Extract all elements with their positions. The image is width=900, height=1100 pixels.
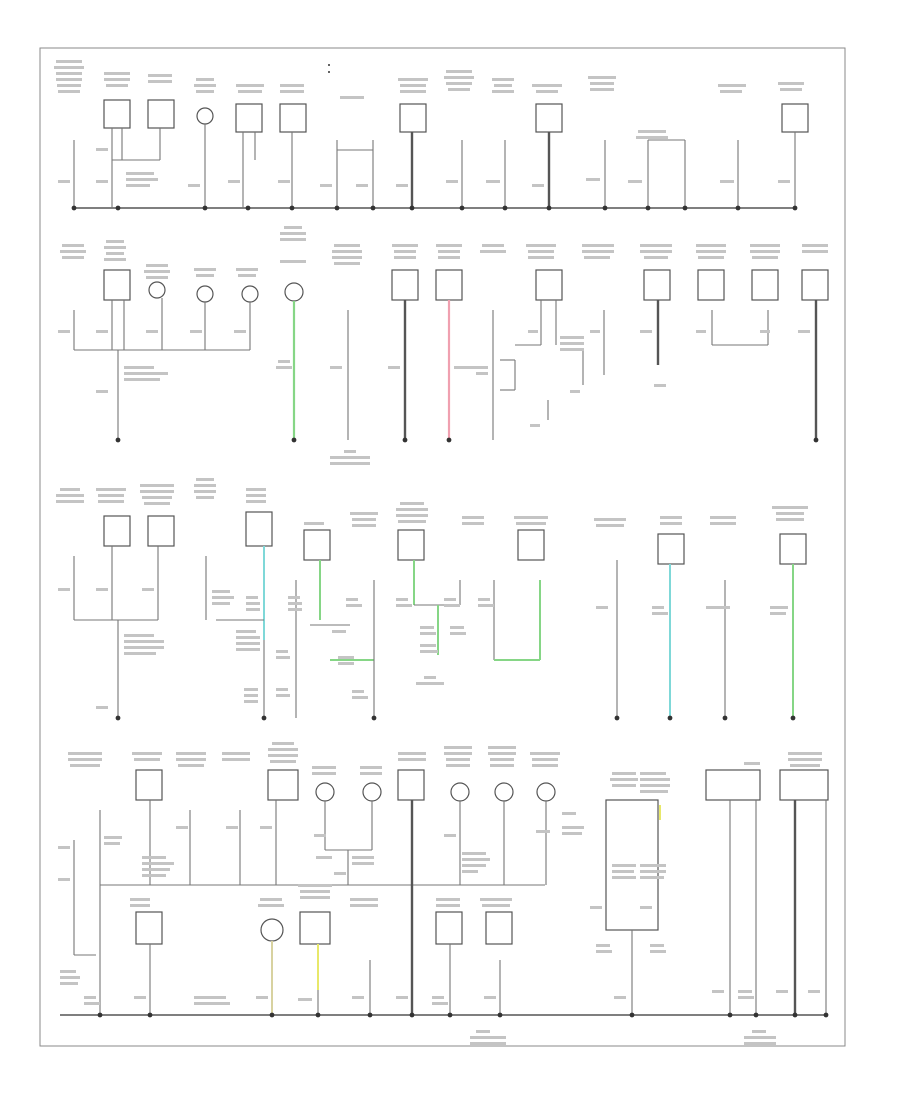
component-box [147,515,175,547]
diagram-frame [39,47,846,1047]
component-box [801,269,829,301]
component-box [303,529,331,561]
row-1-wire-codes [58,148,790,187]
component-box [135,769,163,801]
row-2-wire-codes [58,330,810,465]
row-2 [58,226,829,465]
component-lamp [241,285,259,303]
component-box [103,99,131,129]
component-box [147,99,175,129]
component-box [535,103,563,133]
component-box [779,533,807,565]
component-box [399,103,427,133]
component-box [705,769,761,801]
component-box [697,269,725,301]
row-2-terminal-nodes [115,437,819,443]
component-box [397,529,425,561]
component-box [643,269,671,301]
component-box [299,911,331,945]
component-box [779,769,829,801]
component-box [235,103,263,133]
component-lamp [196,107,214,125]
row-3-wire-codes [58,588,788,709]
row-4-bus-nodes [97,1012,829,1018]
row-4 [58,742,829,1045]
row-3-labels [56,478,808,527]
row-1 [54,60,809,211]
legend [328,64,330,73]
component-box [485,911,513,945]
component-lamp [148,281,166,299]
component-box [435,269,463,301]
component-lamp [284,282,304,302]
row-4-labels [68,742,822,907]
row-3 [56,478,808,721]
row-3-terminal-nodes [115,715,796,721]
component-box [245,511,273,547]
component-box [535,269,563,301]
component-lamp [536,782,556,802]
component-box [391,269,419,301]
row-2-wires [73,298,818,440]
row-2-labels [60,226,828,279]
component-lamp [494,782,514,802]
component-box [397,769,425,801]
component-box [435,911,463,945]
component-lamp [450,782,470,802]
component-lamp [362,782,382,802]
component-box [267,769,299,801]
component-lamp [260,918,284,942]
component-lamp [196,285,214,303]
component-box [781,103,809,133]
component-lamp [315,782,335,802]
component-box [103,515,131,547]
component-box [279,103,307,133]
row-1-labels [54,60,804,139]
component-box [751,269,779,301]
component-box [517,529,545,561]
component-box [657,533,685,565]
row-4-wires [73,800,827,1015]
row-4-wire-codes [58,812,820,1045]
row-1-wires [73,124,796,208]
component-box [135,911,163,945]
component-box [103,269,131,301]
row-1-bus-nodes [71,205,798,211]
